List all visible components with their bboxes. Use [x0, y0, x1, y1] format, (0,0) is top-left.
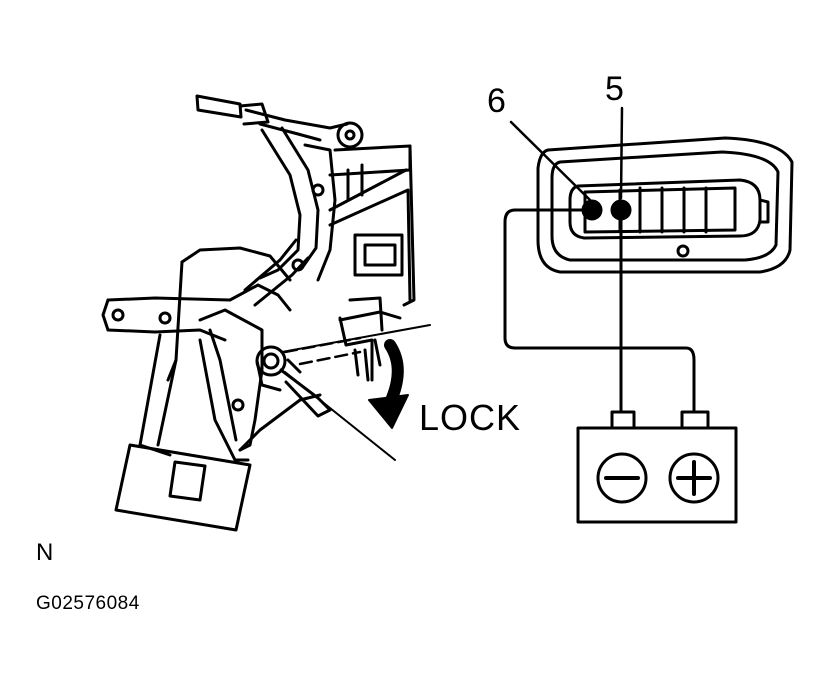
pin-5-dot [610, 199, 632, 221]
test-leads [503, 208, 696, 414]
battery-icon [576, 410, 738, 524]
negative-terminal-icon [596, 452, 648, 504]
door-lock-actuator-drawing [101, 94, 431, 532]
pin-5-label: 5 [605, 70, 624, 108]
lock-arrow-icon [368, 339, 409, 429]
lock-label: LOCK [419, 397, 522, 438]
connector-housing [536, 136, 794, 274]
figure-code: G02576084 [36, 593, 140, 614]
view-label: N [36, 539, 54, 566]
pin-6-label: 6 [487, 82, 506, 120]
positive-terminal-icon [668, 452, 720, 504]
